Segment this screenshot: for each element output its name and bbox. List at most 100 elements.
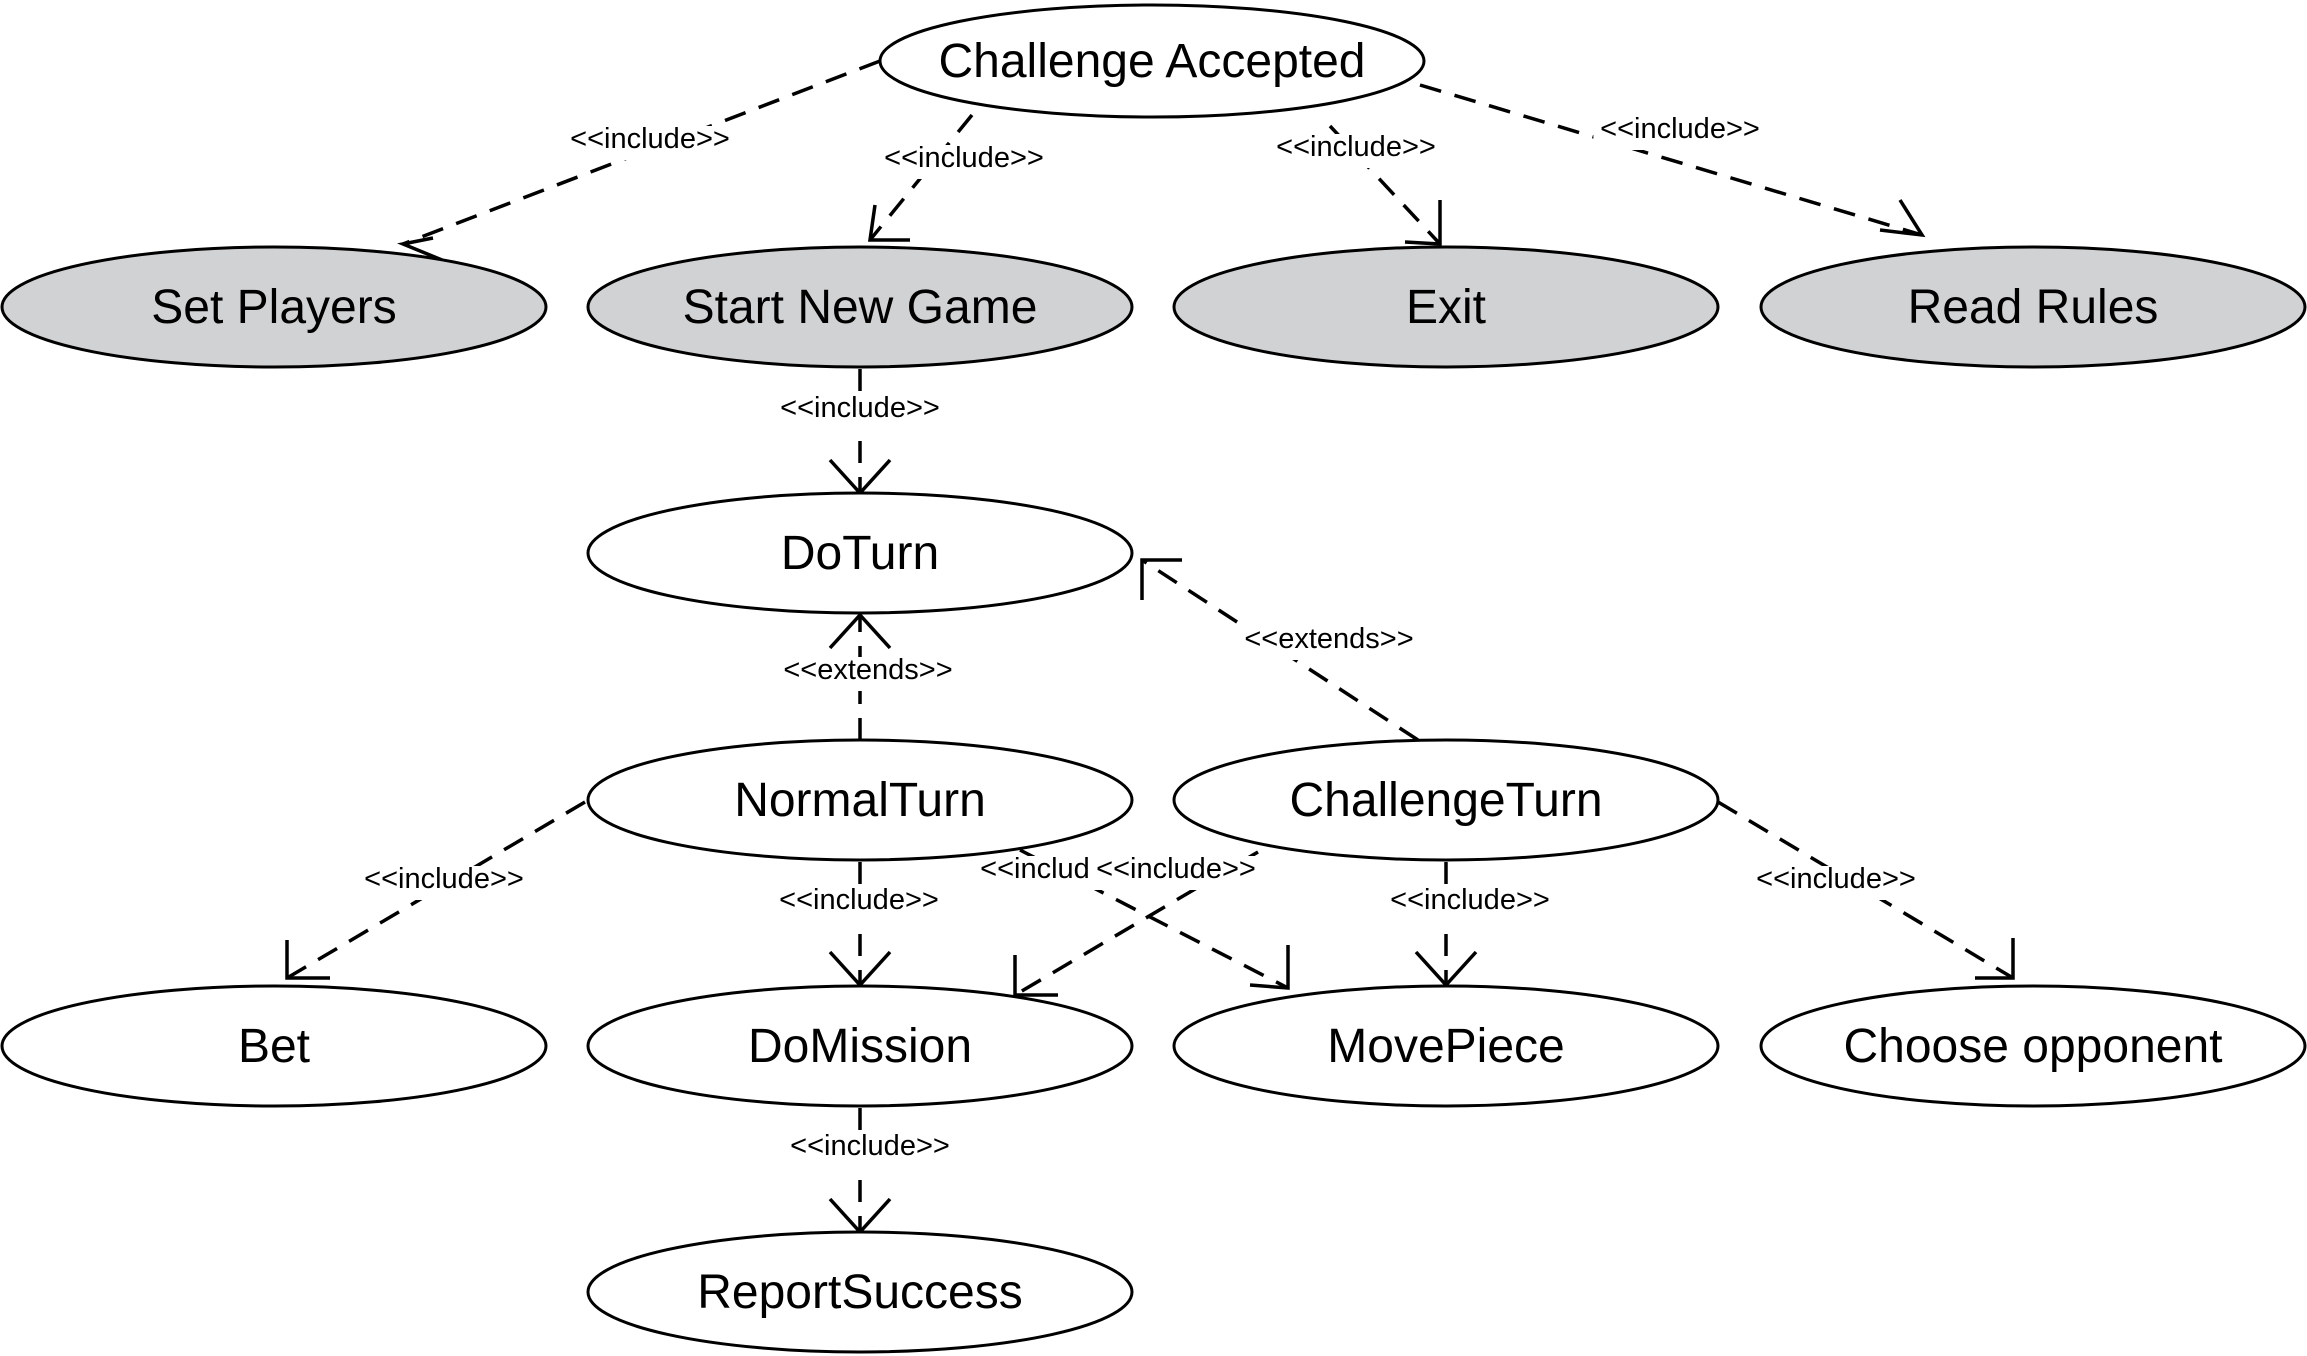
use-case-label: Set Players	[151, 281, 396, 334]
include-stereotype-label: <<include>>	[1593, 113, 1767, 150]
use-case-challenge-accepted: Challenge Accepted	[878, 3, 1426, 119]
include-stereotype-label: <<include>>	[1383, 884, 1557, 921]
open-arrowhead-icon	[867, 204, 910, 242]
stereotype-label-background	[772, 887, 946, 921]
extends-stereotype-label: <<extends>>	[1242, 623, 1416, 660]
use-case-choose-opponent: Choose opponent	[1759, 984, 2307, 1108]
relation-include-challengeturn-to-movepiece	[1414, 862, 1478, 988]
use-case-ellipse	[878, 3, 1426, 119]
relation-include-domission-to-reportsuccess	[828, 1108, 892, 1235]
use-case-ellipse	[586, 738, 1134, 862]
stereotype-text: <<extends>>	[783, 654, 952, 686]
dashed-include-line	[1419, 83, 1923, 237]
use-case-ellipse	[586, 1230, 1134, 1354]
open-arrowhead-icon	[1879, 199, 1926, 238]
use-case-challengeturn: ChallengeTurn	[1172, 738, 1720, 862]
relation-include-challenge-accepted-to-exit	[1328, 124, 1442, 246]
use-case-movepiece: MovePiece	[1172, 984, 1720, 1108]
open-arrowhead-icon	[1013, 955, 1058, 997]
open-arrowhead-icon	[828, 612, 892, 650]
use-case-ellipse	[586, 491, 1134, 615]
relation-include-normalturn-to-bet	[285, 800, 586, 980]
use-case-ellipse	[1172, 738, 1720, 862]
include-stereotype-label: <<include>>	[1089, 853, 1263, 890]
stereotype-label-background	[1242, 626, 1416, 660]
stereotype-text: <<include>>	[884, 142, 1044, 174]
include-stereotype-label: <<include>>	[357, 863, 531, 900]
stereotype-label-background	[357, 866, 531, 900]
stereotype-text: <<extends>>	[1244, 623, 1413, 655]
open-arrowhead-icon	[1140, 558, 1182, 600]
open-arrowhead-icon	[1404, 200, 1442, 246]
use-case-label: ChallengeTurn	[1289, 774, 1602, 827]
open-arrowhead-icon	[1975, 938, 2015, 980]
stereotype-text: <<include>>	[570, 123, 730, 155]
stereotype-label-background	[563, 126, 737, 160]
stereotype-text: <<include>>	[1390, 884, 1550, 916]
use-case-set-players: Set Players	[0, 245, 548, 369]
stereotype-label-background	[1089, 856, 1263, 890]
include-stereotype-label: <<include>>	[877, 142, 1051, 179]
open-arrowhead-icon	[285, 940, 330, 980]
use-case-label: MovePiece	[1327, 1020, 1564, 1073]
use-case-start-new-game: Start New Game	[586, 245, 1134, 369]
relation-include-challenge-accepted-to-read-rules	[1419, 83, 1926, 238]
stereotype-text: <<include>>	[779, 884, 939, 916]
use-case-label: ReportSuccess	[697, 1266, 1022, 1319]
dashed-include-line	[1328, 124, 1442, 246]
use-case-ellipse	[586, 245, 1134, 369]
use-case-label: DoMission	[748, 1020, 972, 1073]
dashed-include-line	[1717, 800, 2014, 980]
include-stereotype-label: <<include>>	[1269, 131, 1443, 168]
stereotype-label-background	[1383, 887, 1557, 921]
use-case-label: NormalTurn	[734, 774, 986, 827]
stereotype-text: <<include>>	[1756, 863, 1916, 895]
relation-include-start-new-game-to-doturn	[828, 369, 892, 496]
include-stereotype-label: <<include>>	[772, 884, 946, 921]
use-case-domission: DoMission	[586, 984, 1134, 1108]
use-case-label: Start New Game	[683, 281, 1038, 334]
stereotype-label-background	[773, 395, 947, 429]
dashed-include-line	[286, 800, 586, 980]
use-case-ellipse	[0, 984, 548, 1108]
include-stereotype-label: <<include>>	[563, 123, 737, 160]
relation-extends-normalturn-to-doturn	[828, 612, 892, 740]
use-case-normalturn: NormalTurn	[586, 738, 1134, 862]
use-case-ellipse	[1172, 245, 1720, 369]
stereotype-label-background	[1749, 866, 1923, 900]
include-stereotype-label: <<include>>	[783, 1130, 957, 1167]
use-case-ellipse	[1759, 245, 2307, 369]
stereotype-text: <<include>>	[364, 863, 524, 895]
use-case-ellipse	[586, 984, 1134, 1108]
use-case-ellipse	[1759, 984, 2307, 1108]
stereotype-text: <<include>>	[1096, 853, 1256, 885]
stereotype-text: <<include>>	[780, 392, 940, 424]
relation-include-normalturn-to-domission	[828, 862, 892, 988]
use-case-label: DoTurn	[781, 527, 939, 580]
open-arrowhead-icon	[1249, 945, 1290, 990]
use-case-exit: Exit	[1172, 245, 1720, 369]
use-case-label: Challenge Accepted	[939, 35, 1366, 88]
use-case-read-rules: Read Rules	[1759, 245, 2307, 369]
use-case-label: Bet	[238, 1020, 310, 1073]
stereotype-text: <<include>>	[1600, 113, 1760, 145]
use-case-reportsuccess: ReportSuccess	[586, 1230, 1134, 1354]
stereotype-text: <<include>>	[1276, 131, 1436, 163]
use-case-label: Choose opponent	[1844, 1020, 2223, 1073]
stereotype-label-background	[783, 1133, 957, 1167]
stereotype-text: <<include>>	[790, 1130, 950, 1162]
include-stereotype-label: <<include>>	[773, 392, 947, 429]
stereotype-label-background	[1593, 116, 1767, 150]
stereotype-label-background	[781, 657, 955, 691]
relation-include-challengeturn-to-choose-opponent	[1717, 800, 2015, 980]
include-stereotype-label: <<include>>	[1749, 863, 1923, 900]
stereotype-label-background	[877, 145, 1051, 179]
stereotype-label-background	[1269, 134, 1443, 168]
use-case-label: Read Rules	[1908, 281, 2159, 334]
extends-stereotype-label: <<extends>>	[781, 654, 955, 691]
relation-include-challenge-accepted-to-set-players	[396, 59, 881, 262]
use-case-doturn: DoTurn	[586, 491, 1134, 615]
use-case-bet: Bet	[0, 984, 548, 1108]
use-case-ellipse	[0, 245, 548, 369]
